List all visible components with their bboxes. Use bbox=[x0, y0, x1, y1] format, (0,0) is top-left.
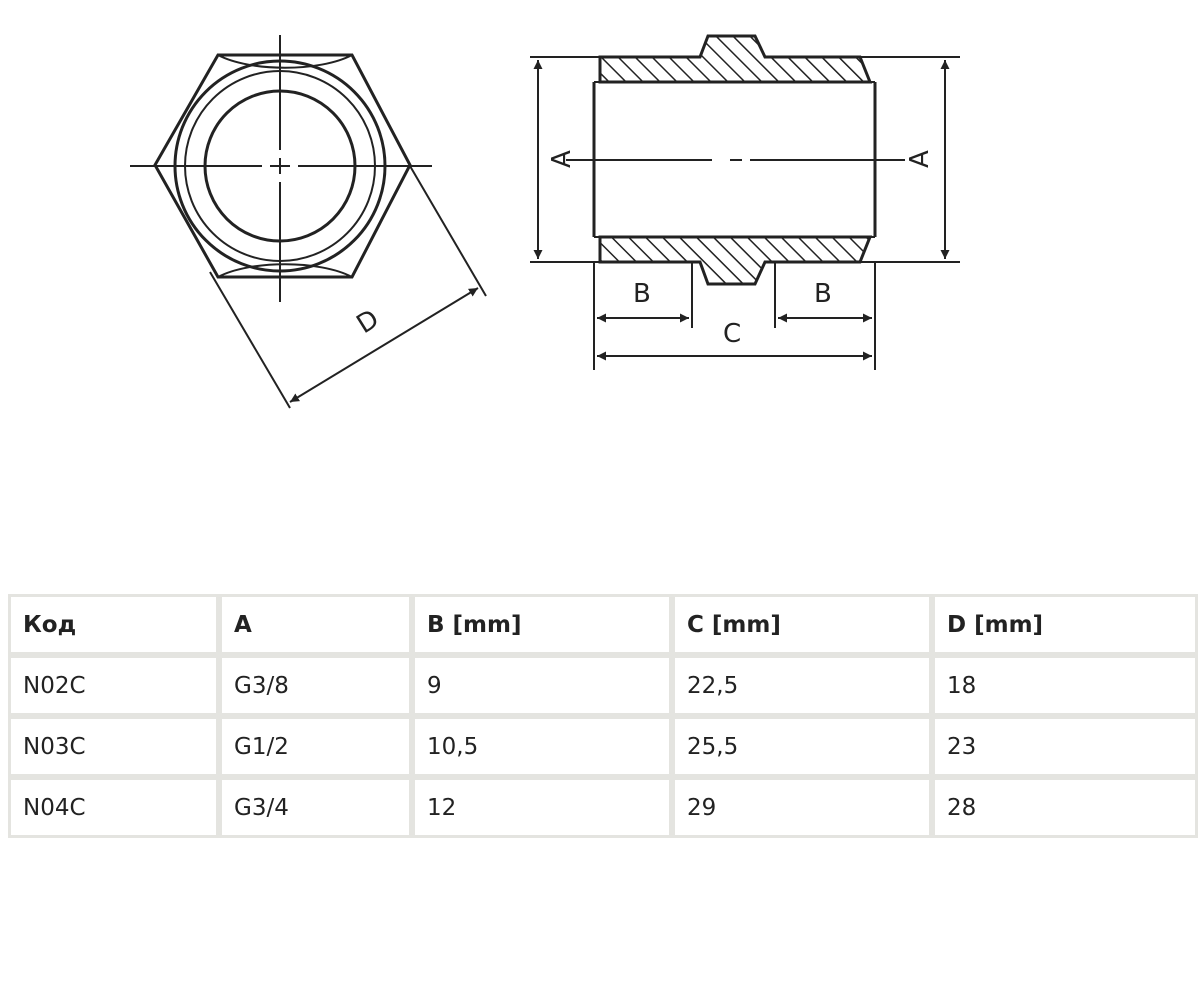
cell-a: G3/8 bbox=[219, 655, 412, 716]
label-a-left: A bbox=[547, 150, 577, 168]
hex-nipple-section-view-icon bbox=[530, 34, 960, 370]
cell-b: 12 bbox=[412, 777, 672, 838]
cell-code: N03C bbox=[8, 716, 219, 777]
spec-table: Код A B [mm] C [mm] D [mm] N02C G3/8 9 2… bbox=[8, 594, 1198, 838]
cell-d: 28 bbox=[932, 777, 1198, 838]
cell-a: G3/4 bbox=[219, 777, 412, 838]
cell-code: N04C bbox=[8, 777, 219, 838]
hex-nipple-front-view-icon bbox=[130, 35, 487, 409]
label-d: D bbox=[352, 304, 385, 340]
table-row: N04C G3/4 12 29 28 bbox=[8, 777, 1198, 838]
cell-b: 9 bbox=[412, 655, 672, 716]
table-row: N02C G3/8 9 22,5 18 bbox=[8, 655, 1198, 716]
cell-c: 22,5 bbox=[672, 655, 932, 716]
header-b: B [mm] bbox=[412, 594, 672, 655]
d-dimension-line bbox=[289, 287, 479, 403]
cell-c: 29 bbox=[672, 777, 932, 838]
top-wall-section bbox=[598, 34, 873, 84]
label-b-right: B bbox=[814, 279, 832, 309]
table-header-row: Код A B [mm] C [mm] D [mm] bbox=[8, 594, 1198, 655]
label-a-right: A bbox=[905, 150, 935, 168]
header-code: Код bbox=[8, 594, 219, 655]
cell-d: 23 bbox=[932, 716, 1198, 777]
cell-a: G1/2 bbox=[219, 716, 412, 777]
cell-c: 25,5 bbox=[672, 716, 932, 777]
header-c: C [mm] bbox=[672, 594, 932, 655]
bottom-wall-section bbox=[598, 235, 873, 286]
header-d: D [mm] bbox=[932, 594, 1198, 655]
header-a: A bbox=[219, 594, 412, 655]
cell-b: 10,5 bbox=[412, 716, 672, 777]
label-c: C bbox=[723, 319, 741, 349]
cell-d: 18 bbox=[932, 655, 1198, 716]
technical-drawing: D A A B B C bbox=[130, 34, 960, 409]
cell-code: N02C bbox=[8, 655, 219, 716]
table-row: N03C G1/2 10,5 25,5 23 bbox=[8, 716, 1198, 777]
label-b-left: B bbox=[633, 279, 651, 309]
